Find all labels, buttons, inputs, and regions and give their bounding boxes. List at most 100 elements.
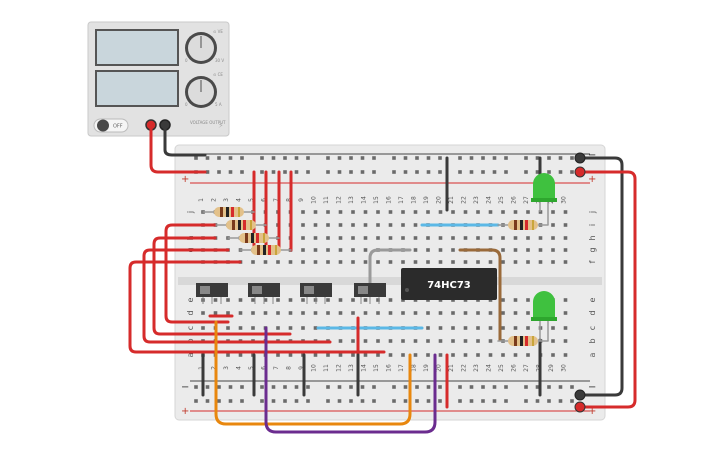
leds[interactable] [531,173,557,341]
breadboard-hole[interactable] [283,170,287,174]
breadboard-hole[interactable] [372,170,376,174]
breadboard-hole[interactable] [426,156,431,160]
breadboard-hole[interactable] [283,156,287,160]
breadboard-hole[interactable] [301,260,305,264]
breadboard-hole[interactable] [363,311,368,315]
breadboard-hole[interactable] [301,326,305,330]
breadboard-hole[interactable] [263,298,268,302]
rail-terminals[interactable] [574,152,586,413]
breadboard-hole[interactable] [376,298,380,302]
breadboard-hole[interactable] [413,339,418,343]
breadboard-hole[interactable] [294,385,299,389]
breadboard-hole[interactable] [326,248,330,252]
breadboard-hole[interactable] [488,210,493,214]
breadboard-hole[interactable] [463,236,468,240]
breadboard-hole[interactable] [563,339,568,343]
breadboard-hole[interactable] [524,170,528,174]
breadboard-hole[interactable] [476,260,480,264]
breadboard-hole[interactable] [401,353,405,357]
breadboard-hole[interactable] [326,170,330,174]
breadboard-hole[interactable] [338,210,343,214]
breadboard-hole[interactable] [413,236,418,240]
breadboard-hole[interactable] [276,353,280,357]
breadboard-hole[interactable] [463,260,468,264]
breadboard-hole[interactable] [501,248,505,252]
breadboard-hole[interactable] [251,311,255,315]
breadboard-hole[interactable] [415,385,419,389]
breadboard-hole[interactable] [363,260,368,264]
breadboard-hole[interactable] [263,260,268,264]
breadboard-hole[interactable] [260,170,264,174]
breadboard-hole[interactable] [426,339,430,343]
breadboard-hole[interactable] [563,311,568,315]
breadboard-hole[interactable] [372,385,376,389]
breadboard-hole[interactable] [538,236,543,240]
breadboard-hole[interactable] [205,399,210,403]
breadboard-hole[interactable] [351,353,355,357]
breadboard-hole[interactable] [376,260,380,264]
breadboard-hole[interactable] [240,385,244,389]
breadboard-hole[interactable] [558,399,563,403]
breadboard-hole[interactable] [547,156,551,160]
breadboard-hole[interactable] [438,311,443,315]
breadboard-hole[interactable] [415,170,419,174]
breadboard-hole[interactable] [251,326,255,330]
breadboard-hole[interactable] [388,223,393,227]
breadboard-hole[interactable] [306,385,310,389]
breadboard-hole[interactable] [426,385,431,389]
breadboard-hole[interactable] [426,170,431,174]
breadboard-hole[interactable] [337,399,342,403]
breadboard-hole[interactable] [226,311,230,315]
resistors[interactable] [202,207,549,346]
breadboard-hole[interactable] [492,156,497,160]
breadboard-hole[interactable] [563,210,568,214]
breadboard-hole[interactable] [463,326,468,330]
power-switch[interactable] [93,118,129,133]
breadboard-hole[interactable] [547,385,551,389]
breadboard-hole[interactable] [326,156,330,160]
breadboard-hole[interactable] [238,298,243,302]
breadboard-hole[interactable] [481,385,485,389]
breadboard-hole[interactable] [326,353,330,357]
breadboard-hole[interactable] [392,385,396,389]
breadboard-hole[interactable] [535,399,540,403]
breadboard-hole[interactable] [463,210,468,214]
breadboard-hole[interactable] [351,339,355,343]
breadboard-hole[interactable] [463,339,468,343]
breadboard-hole[interactable] [313,210,318,214]
breadboard-hole[interactable] [563,298,568,302]
breadboard-hole[interactable] [194,385,198,389]
breadboard-hole[interactable] [458,399,462,403]
breadboard-hole[interactable] [563,248,568,252]
breadboard-hole[interactable] [526,236,530,240]
breadboard-hole[interactable] [558,156,563,160]
breadboard-hole[interactable] [438,170,442,174]
breadboard-hole[interactable] [501,353,505,357]
breadboard-hole[interactable] [338,298,343,302]
breadboard-hole[interactable] [276,260,280,264]
power-supply[interactable]: ⊙ VE 30 V 0 ⊙ CE 5 A 0 OFF VOLTAGE OUTPU… [87,21,230,137]
breadboard-hole[interactable] [351,236,355,240]
breadboard-hole[interactable] [526,298,530,302]
breadboard-hole[interactable] [372,156,376,160]
breadboard-hole[interactable] [301,298,305,302]
breadboard-hole[interactable] [363,353,368,357]
breadboard-hole[interactable] [226,326,230,330]
breadboard-hole[interactable] [570,399,574,403]
breadboard-hole[interactable] [388,353,393,357]
breadboard-hole[interactable] [226,353,230,357]
breadboard-hole[interactable] [376,339,380,343]
breadboard-hole[interactable] [251,298,255,302]
breadboard-hole[interactable] [363,236,368,240]
breadboard-hole[interactable] [372,399,376,403]
breadboard-hole[interactable] [535,170,540,174]
breadboard-hole[interactable] [551,326,555,330]
breadboard-hole[interactable] [547,399,551,403]
breadboard-hole[interactable] [228,399,233,403]
breadboard-hole[interactable] [476,326,480,330]
breadboard-hole[interactable] [413,353,418,357]
breadboard-hole[interactable] [283,399,287,403]
breadboard-hole[interactable] [563,260,568,264]
breadboard-hole[interactable] [306,156,310,160]
breadboard-hole[interactable] [492,399,497,403]
